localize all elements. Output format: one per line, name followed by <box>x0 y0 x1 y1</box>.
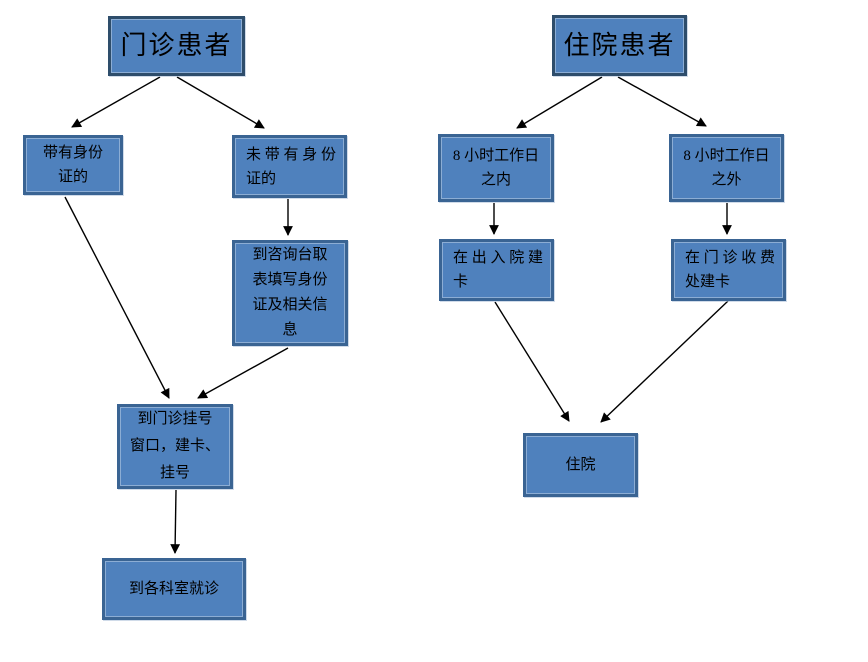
node-with-id: 带有身份 证的 <box>23 135 123 195</box>
node-departments-label: 到各科室就诊 <box>128 581 219 597</box>
arrow-register-to-departments <box>170 489 181 554</box>
node-within-8h-label: 8 小时工作日 之内 <box>452 148 540 188</box>
node-without-id-label: 未 带 有 身 份 证的 <box>246 146 337 187</box>
node-hospitalize: 住院 <box>523 433 638 497</box>
node-outpatient-label: 门诊患者 <box>120 31 233 60</box>
arrow-desk-form-to-register <box>197 347 289 399</box>
node-desk-form: 到咨询台取 表填写身份 证及相关信 息 <box>232 240 348 346</box>
node-hospitalize-label: 住院 <box>565 457 596 473</box>
node-inpatient-label: 住院患者 <box>563 30 676 60</box>
node-without-id: 未 带 有 身 份 证的 <box>232 135 347 198</box>
arrow-with-id-to-register <box>64 196 170 399</box>
node-fee-card: 在 门 诊 收 费 处建卡 <box>671 239 786 301</box>
node-desk-form-label: 到咨询台取 表填写身份 证及相关信 息 <box>252 247 328 338</box>
arrow-outpatient-to-with-id <box>71 76 161 128</box>
node-within-8h: 8 小时工作日 之内 <box>438 134 554 202</box>
arrow-fee-card-to-hospitalize <box>600 300 729 423</box>
node-fee-card-label: 在 门 诊 收 费 处建卡 <box>685 250 776 290</box>
node-register: 到门诊挂号 窗口，建卡、 挂号 <box>117 404 233 489</box>
node-register-label: 到门诊挂号 窗口，建卡、 挂号 <box>129 411 220 481</box>
arrow-inpatient-to-outside-8h <box>617 76 707 127</box>
node-inpatient: 住院患者 <box>552 15 687 76</box>
node-departments: 到各科室就诊 <box>102 558 246 620</box>
node-admission-card-label: 在 出 入 院 建 卡 <box>453 250 544 290</box>
arrow-inpatient-to-within-8h <box>516 76 603 129</box>
node-outside-8h-label: 8 小时工作日 之外 <box>683 148 770 188</box>
arrow-admission-card-to-hospitalize <box>494 301 570 422</box>
node-outpatient: 门诊患者 <box>108 16 245 76</box>
arrow-outpatient-to-without-id <box>176 76 265 129</box>
node-with-id-label: 带有身份 证的 <box>42 145 103 185</box>
node-admission-card: 在 出 入 院 建 卡 <box>439 239 554 301</box>
node-outside-8h: 8 小时工作日 之外 <box>669 134 784 202</box>
